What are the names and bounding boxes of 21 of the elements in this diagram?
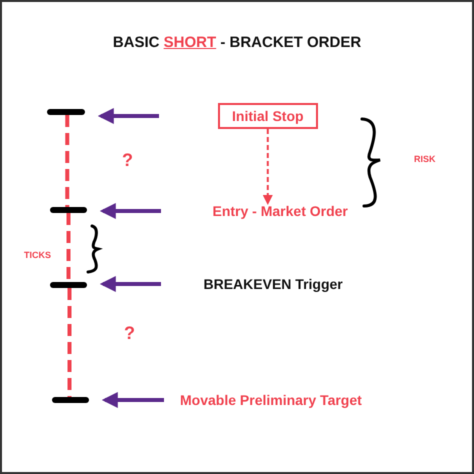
order-label: Movable Preliminary Target (180, 392, 362, 408)
arrow (262, 129, 273, 205)
tick-bar (50, 282, 87, 288)
dashed-line (68, 288, 72, 397)
annotation-label: TICKS (24, 250, 51, 260)
tick-bar (47, 109, 85, 115)
arrow (102, 392, 164, 408)
stop-box: Initial Stop (218, 103, 318, 129)
arrow (100, 276, 161, 292)
dashed-line (65, 115, 70, 207)
title: BASIC SHORT - BRACKET ORDER (112, 34, 362, 51)
question-mark: ? (122, 150, 133, 171)
order-label: Entry - Market Order (212, 203, 348, 219)
arrow (100, 203, 161, 219)
order-label: BREAKEVEN Trigger (204, 276, 343, 292)
dashed-line (66, 213, 70, 282)
tick-bar (52, 397, 89, 403)
arrow (98, 108, 159, 124)
question-mark: ? (124, 323, 135, 344)
tick-bar (50, 207, 87, 213)
annotation-label: RISK (414, 154, 436, 164)
